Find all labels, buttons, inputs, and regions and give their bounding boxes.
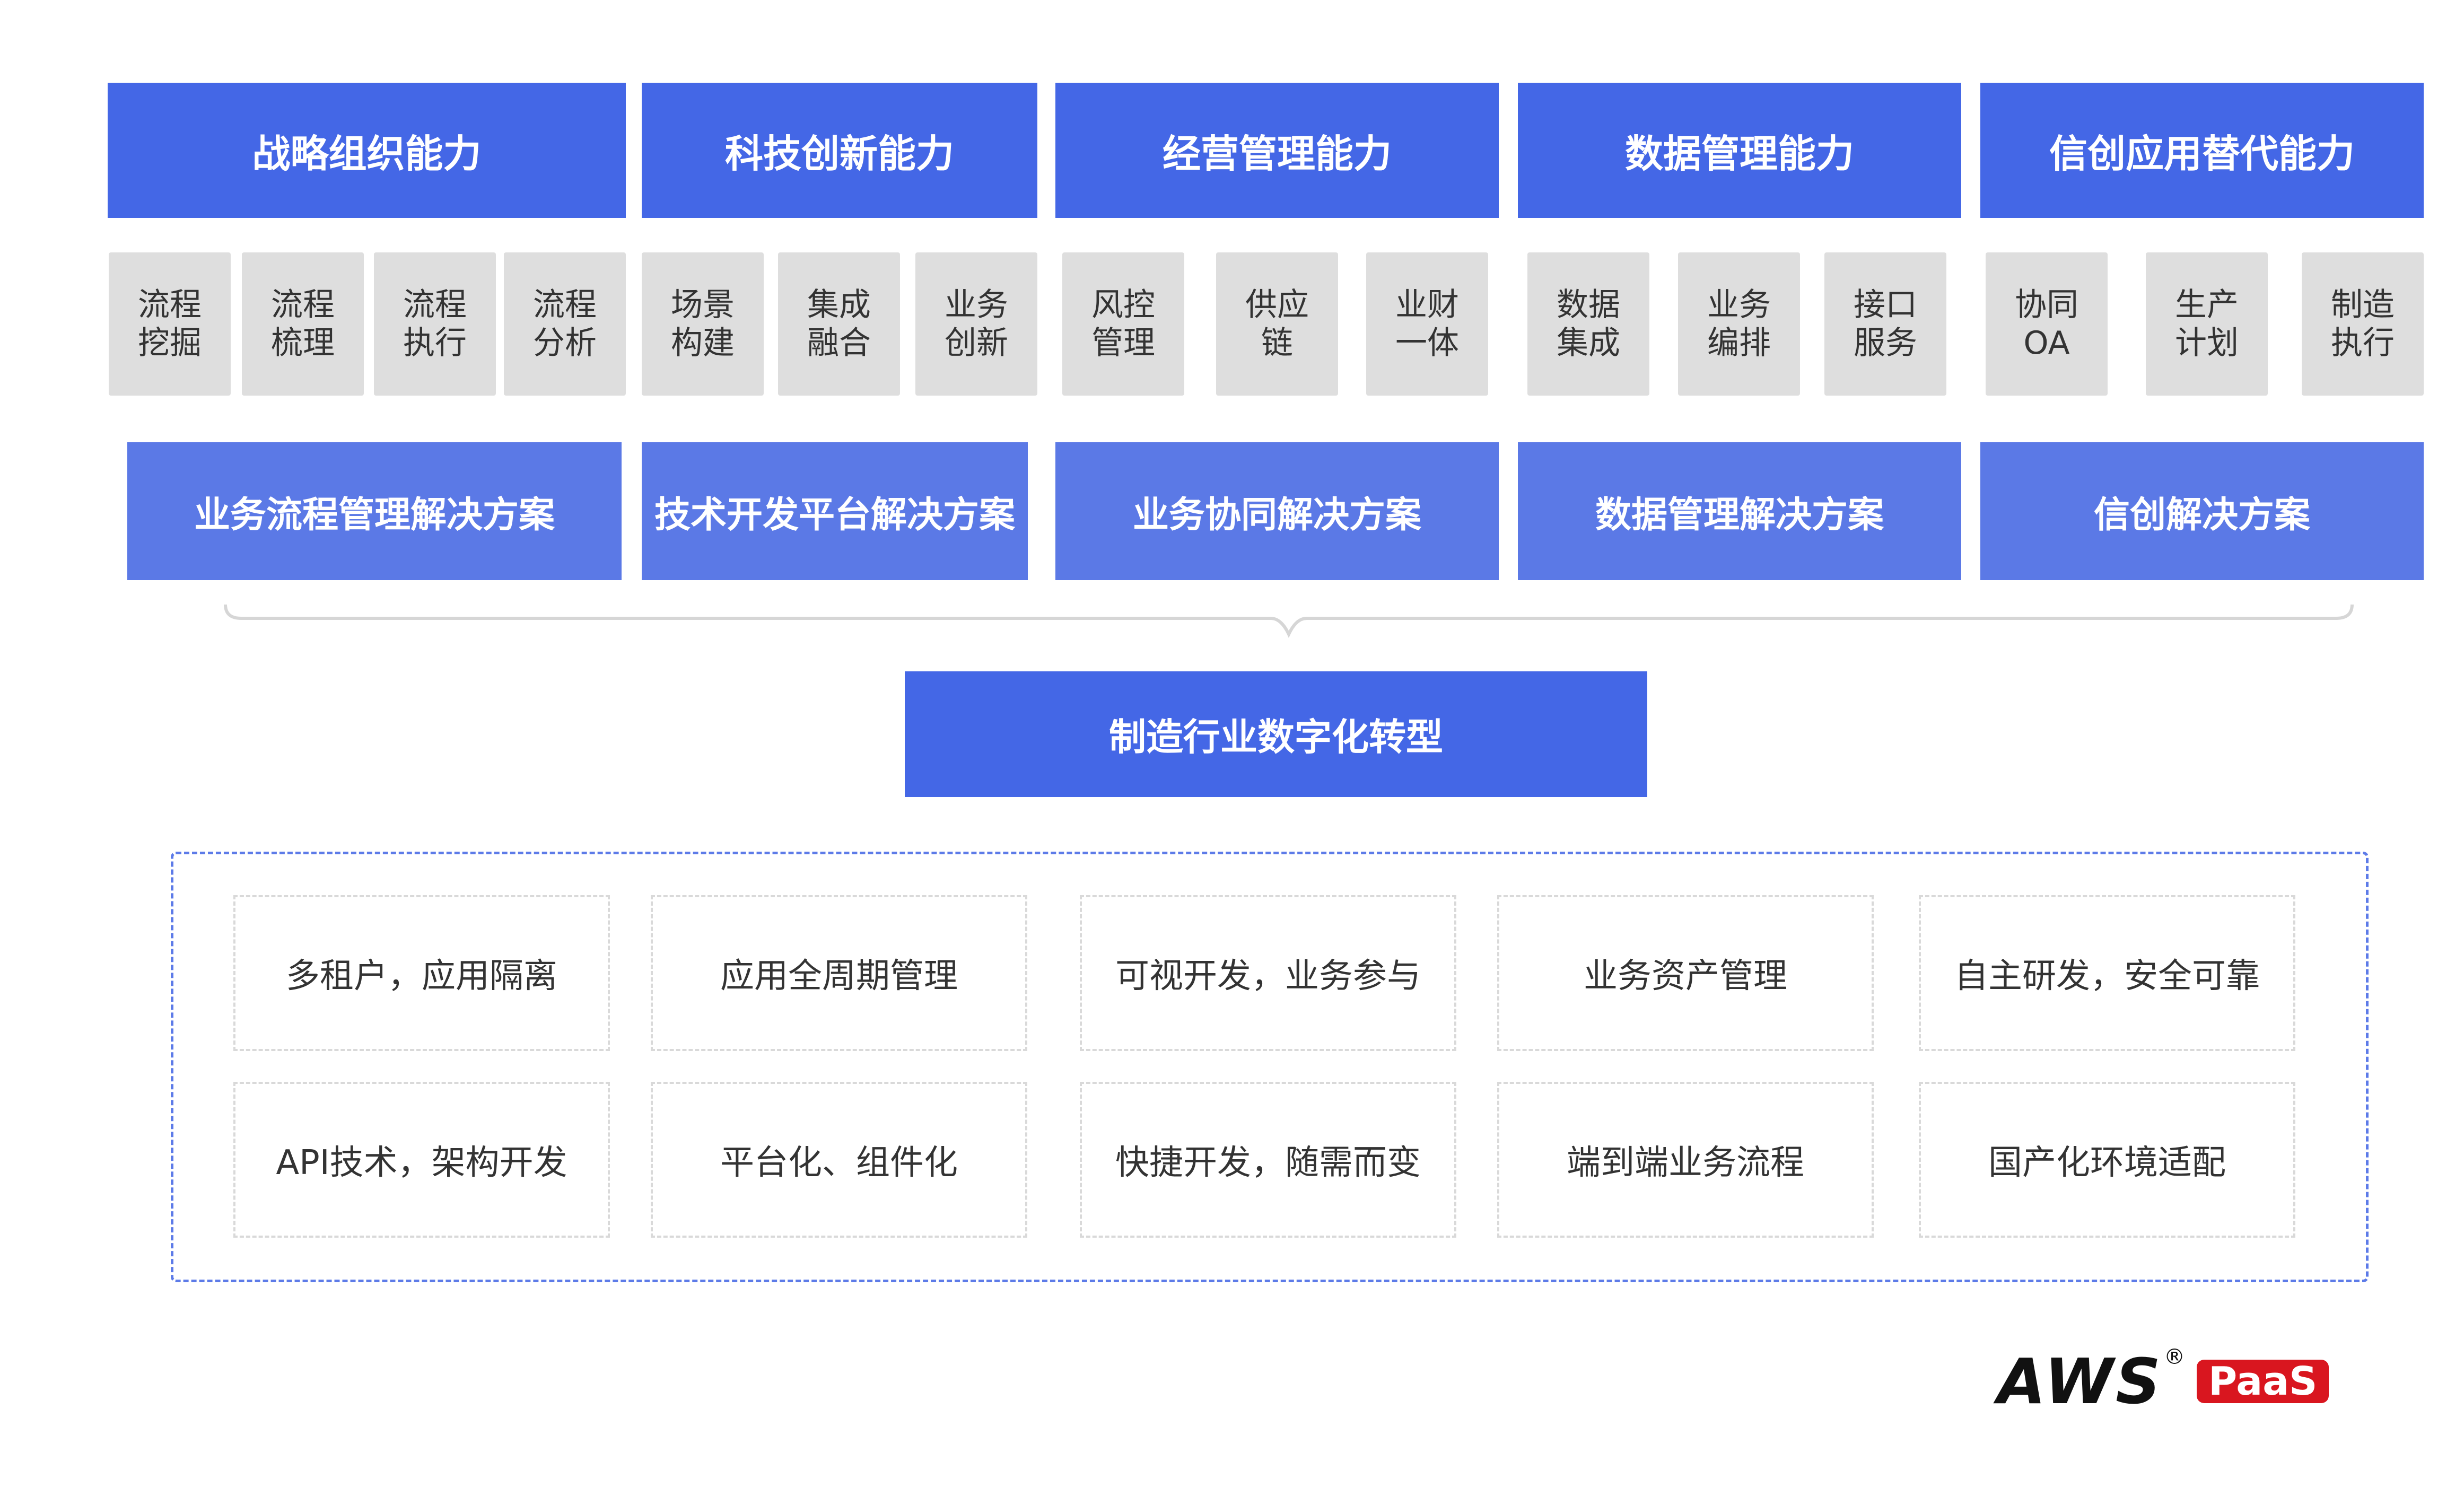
sub-capability-box: 流程 梳理 (242, 252, 364, 396)
capability-header-xinchuang: 信创应用替代能力 (1980, 83, 2424, 218)
feature-item: 国产化环境适配 (1919, 1082, 2295, 1238)
capability-header-data: 数据管理能力 (1518, 83, 1961, 218)
solution-bpm: 业务流程管理解决方案 (127, 442, 622, 580)
solution-data-management: 数据管理解决方案 (1518, 442, 1961, 580)
feature-frame (171, 852, 2369, 1282)
sub-capability-box: 生产 计划 (2146, 252, 2268, 396)
feature-item: 快捷开发，随需而变 (1080, 1082, 1456, 1238)
feature-item: 可视开发，业务参与 (1080, 895, 1456, 1051)
sub-capability-box: 业务 创新 (915, 252, 1037, 396)
logo-product: PaaS (2197, 1360, 2329, 1403)
solution-dev-platform: 技术开发平台解决方案 (642, 442, 1028, 580)
solution-collaboration: 业务协同解决方案 (1055, 442, 1499, 580)
sub-capability-box: 集成 融合 (778, 252, 900, 396)
sub-capability-box: 接口 服务 (1824, 252, 1946, 396)
solution-xinchuang: 信创解决方案 (1980, 442, 2424, 580)
sub-capability-box: 数据 集成 (1527, 252, 1649, 396)
feature-item: 业务资产管理 (1497, 895, 1874, 1051)
aws-paas-logo: AWS ® PaaS (1997, 1345, 2329, 1418)
sub-capability-box: 流程 挖掘 (109, 252, 231, 396)
feature-item: 多租户，应用隔离 (233, 895, 610, 1051)
sub-capability-box: 流程 执行 (374, 252, 496, 396)
sub-capability-box: 制造 执行 (2302, 252, 2424, 396)
feature-item: 端到端业务流程 (1497, 1082, 1874, 1238)
feature-item: 平台化、组件化 (651, 1082, 1027, 1238)
feature-item: 自主研发，安全可靠 (1919, 895, 2295, 1051)
sub-capability-box: 业务 编排 (1678, 252, 1800, 396)
bracket-connector (224, 604, 2354, 638)
feature-item: 应用全周期管理 (651, 895, 1027, 1051)
capability-header-strategy: 战略组织能力 (108, 83, 626, 218)
logo-brand: AWS (1997, 1345, 2163, 1418)
sub-capability-box: 业财 一体 (1366, 252, 1488, 396)
sub-capability-box: 流程 分析 (504, 252, 626, 396)
capability-header-operations: 经营管理能力 (1055, 83, 1499, 218)
main-banner: 制造行业数字化转型 (905, 671, 1647, 797)
feature-item: API技术，架构开发 (233, 1082, 610, 1238)
sub-capability-box: 场景 构建 (642, 252, 764, 396)
sub-capability-box: 风控 管理 (1062, 252, 1184, 396)
capability-header-innovation: 科技创新能力 (642, 83, 1037, 218)
logo-registered-mark: ® (2164, 1345, 2186, 1369)
sub-capability-box: 协同 OA (1986, 252, 2108, 396)
sub-capability-box: 供应 链 (1216, 252, 1338, 396)
